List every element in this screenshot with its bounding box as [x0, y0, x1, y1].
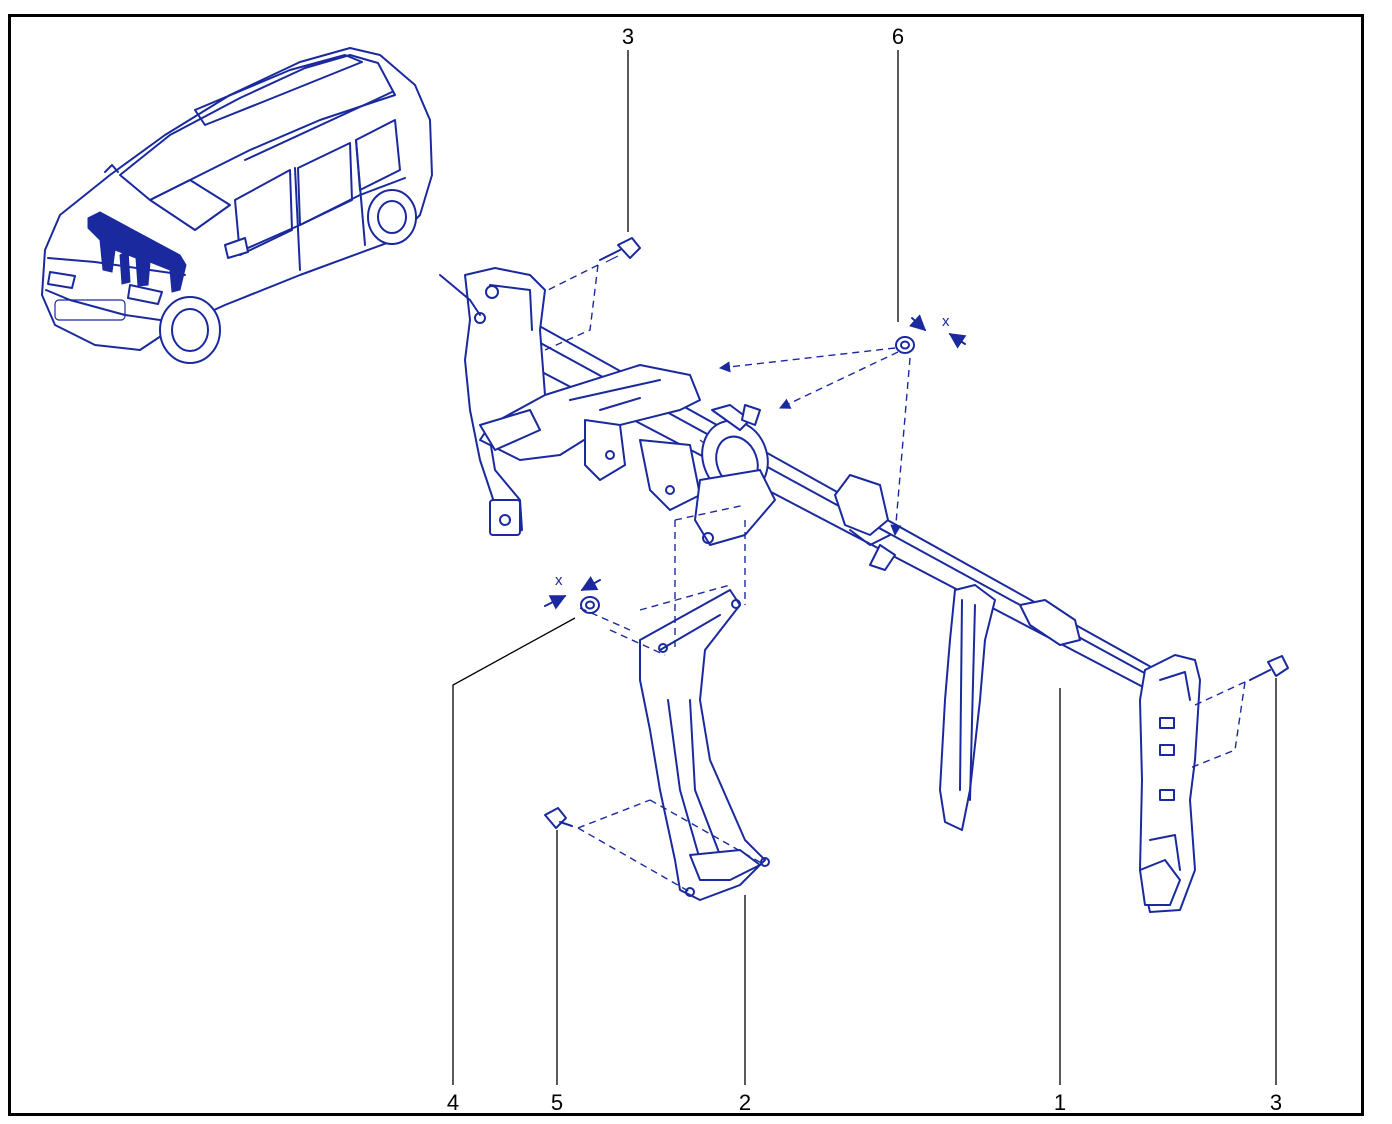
bolt-top-left — [599, 237, 641, 263]
dimension-label-bottom: x — [555, 572, 563, 589]
vehicle-illustration — [41, 47, 433, 364]
dimension-label-top: x — [942, 313, 950, 330]
callout-crossmember: 1 — [1054, 1090, 1066, 1115]
dimension-marker-bottom: x — [544, 572, 601, 610]
bolt-bottom — [544, 807, 573, 829]
nut-top — [895, 336, 915, 354]
callout-bottom-bolt: 5 — [551, 1090, 563, 1115]
assembly-guides — [544, 264, 1246, 893]
callout-top-nut: 6 — [892, 24, 904, 49]
callout-top-left-bolt: 3 — [622, 24, 634, 49]
bolt-right — [1249, 655, 1289, 681]
callout-bottom-nut: 4 — [447, 1090, 459, 1115]
center-support-bracket — [639, 589, 770, 901]
nut-bottom — [580, 596, 600, 614]
highlighted-crossmember-location — [87, 211, 187, 293]
callout-center-support: 2 — [739, 1090, 751, 1115]
crossmember-assembly — [439, 267, 1201, 913]
leader-lines — [452, 50, 1277, 1085]
dimension-marker-top: x — [908, 313, 967, 349]
callout-right-bolt: 3 — [1270, 1090, 1282, 1115]
